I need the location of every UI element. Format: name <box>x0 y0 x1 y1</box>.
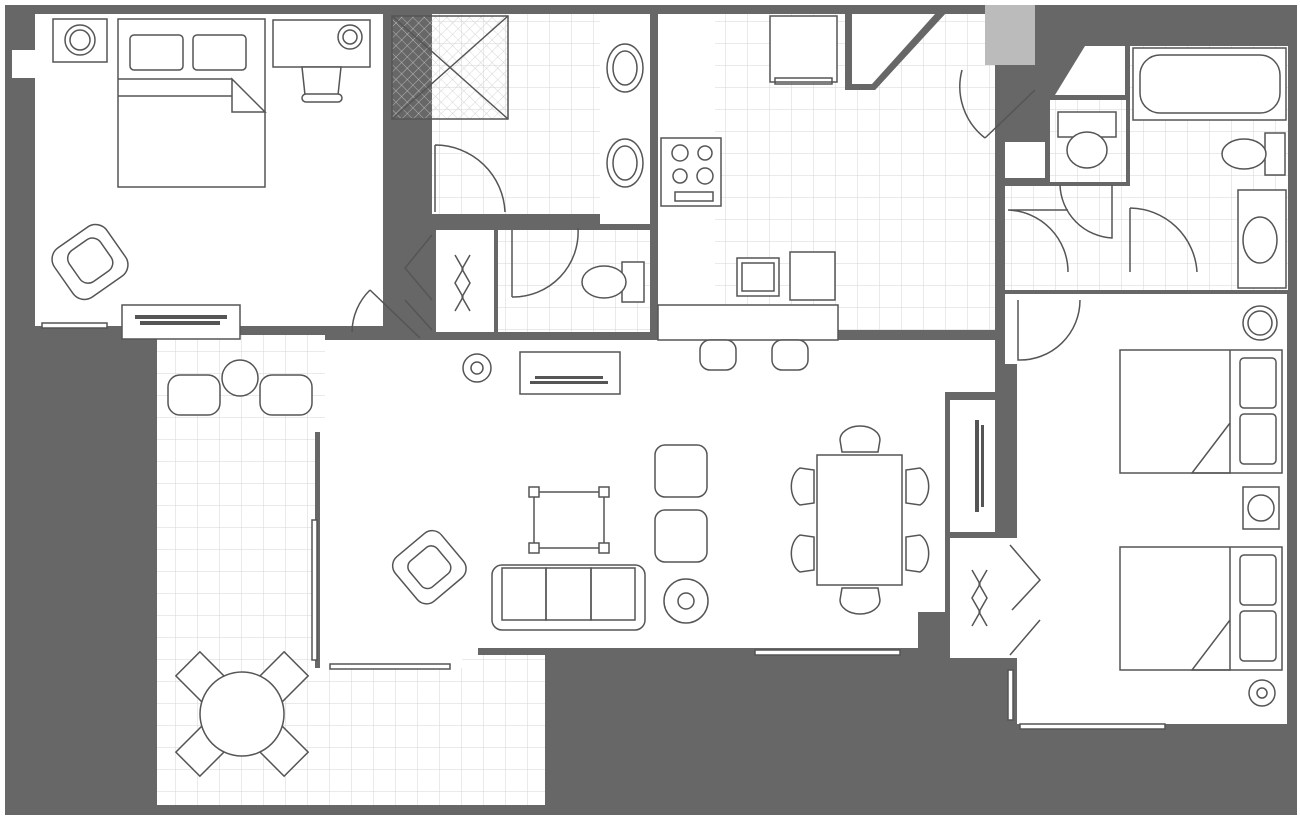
bathtub <box>1132 47 1287 121</box>
desk <box>272 19 371 103</box>
closet <box>436 230 494 332</box>
second-bedroom-furniture <box>971 305 1283 707</box>
toilet <box>581 261 645 303</box>
master-bath <box>391 14 650 224</box>
living-room <box>320 340 995 668</box>
tv-console <box>519 351 621 395</box>
refrigerator <box>769 15 838 85</box>
king-bed <box>117 18 267 188</box>
second-toilets <box>1057 111 1286 176</box>
armchair <box>51 223 129 301</box>
side-table <box>663 578 709 624</box>
cooktop <box>660 137 722 207</box>
balcony-dining-set <box>174 650 310 778</box>
sofa <box>491 564 646 631</box>
kitchen-island <box>657 251 839 371</box>
balcony-lounge-set <box>167 359 313 416</box>
floor-lamp <box>462 353 492 383</box>
dining-table <box>790 425 930 615</box>
doors <box>351 69 1198 656</box>
living-chairs <box>391 444 708 605</box>
closet-hangers <box>454 254 471 312</box>
nightstand <box>52 18 108 63</box>
vanity-sinks <box>606 43 644 188</box>
windows <box>41 322 1166 730</box>
second-sink <box>1237 189 1287 289</box>
coffee-table <box>528 486 610 554</box>
dresser-tv <box>121 304 241 340</box>
